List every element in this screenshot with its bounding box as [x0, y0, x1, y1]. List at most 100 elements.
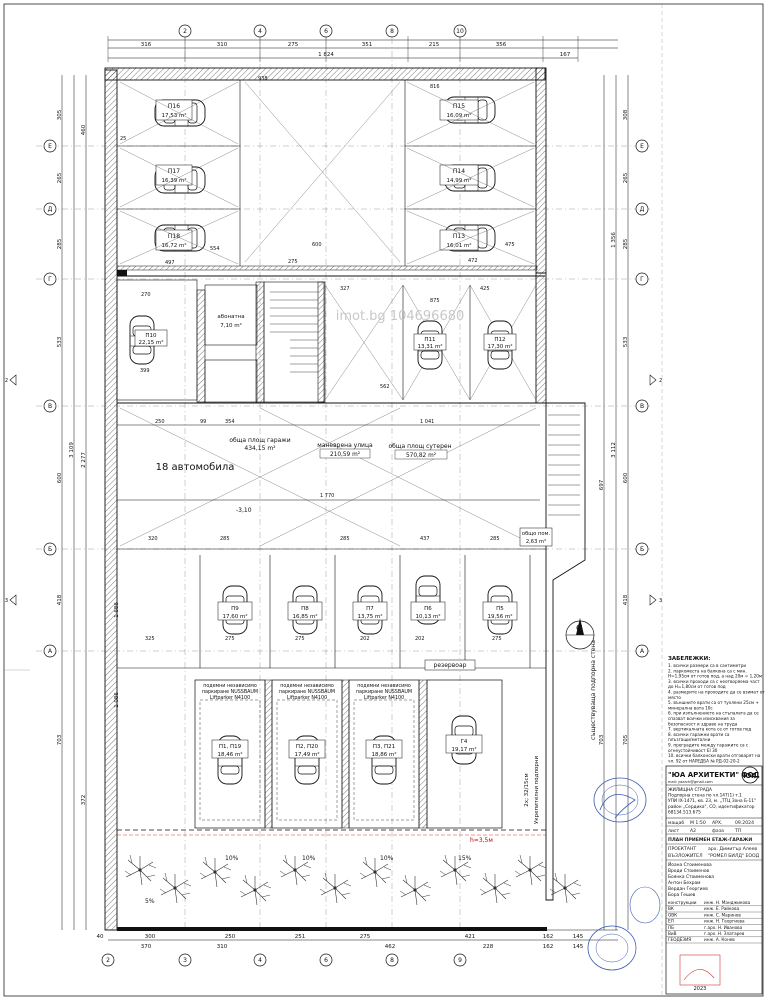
title-block: "ЮА АРХИТЕКТИ" ООД mail: yaarch@gmail.co… [665, 765, 763, 995]
project-line: Подпорна стена по чл.147(1) т.1 [668, 793, 742, 799]
role-name: инж. С. Маринов [704, 912, 741, 917]
project-line: район „Сердика", СО, идентификатор [668, 803, 755, 810]
axis-bottom-6: 6 [324, 957, 328, 964]
sheet-border [3, 3, 764, 997]
svg-text:275: 275 [225, 636, 235, 642]
note-line: чл. 92 от НАРЕДБА № РД-02-20-2 [668, 758, 740, 763]
role-label: ПБ [668, 925, 674, 930]
area-labels: обща площ гаражи 434,15 m² маневрена ули… [156, 437, 553, 547]
axes-bottom: 40 300 250 251 275 421 162 145 370 310 4… [97, 929, 618, 967]
dim-top-total: 1 824 [318, 52, 334, 58]
role-label: ВиВ [668, 931, 677, 936]
space-p6-area: 10,13 m² [415, 613, 440, 620]
role-label: ВК [668, 906, 674, 911]
axes-right: 308 265 1 356 285 533 3 112 697 600 418 … [599, 75, 662, 930]
cars-count: 18 автомобила [156, 462, 235, 473]
role-name: г.арх. Н. Иванова [704, 925, 743, 930]
space-p15-area: 16,09 m² [446, 112, 471, 119]
svg-text:99: 99 [200, 419, 206, 425]
dim-left-2: 460 [81, 124, 87, 135]
svg-text:399: 399 [140, 368, 150, 374]
axis-left-v: В [48, 403, 52, 410]
axis-top-10: 10 [456, 28, 464, 35]
designer-value: арх. Димитър Алеев [708, 846, 757, 852]
firm-logo [741, 766, 759, 784]
lift2-id: П2, П20 [296, 744, 319, 750]
author-name: Боянка Стоименова [668, 874, 714, 880]
dim-left-9: 418 [57, 594, 63, 605]
svg-text:285: 285 [220, 536, 230, 542]
role-name: инж. Н. Георгиева [704, 919, 745, 924]
dim-bottom-7: 162 [543, 934, 554, 940]
dim-right-7: 697 [599, 479, 605, 490]
note-line: до Н=1,80см от готов под [668, 684, 726, 689]
svg-text:354: 354 [225, 419, 235, 425]
space-p13-area: 16,01 m² [446, 242, 471, 249]
street [117, 407, 540, 547]
axis-top-8: 8 [390, 28, 394, 35]
garages-area-label: обща площ гаражи [229, 437, 290, 444]
svg-text:1 041: 1 041 [420, 419, 434, 425]
axis-right-3: 3 [659, 598, 662, 604]
note-line: 6. при изпълнението на стъпалата да се [668, 711, 759, 716]
svg-text:425: 425 [480, 286, 490, 292]
slope-5: 15% [458, 855, 472, 862]
dim-top-6: 356 [496, 42, 507, 48]
space-p9-area: 17,60 m² [222, 613, 247, 620]
axes-top: 316 310 275 351 215 356 1 824 167 2 4 6 … [107, 24, 618, 62]
axis-bottom-8: 8 [390, 957, 394, 964]
dim-right-3: 1 356 [611, 232, 617, 248]
dim-bottom-13: 162 [543, 944, 554, 950]
space-p7-id: П7 [366, 606, 374, 612]
date-value: 09.2024 [735, 820, 754, 826]
dim-left-1: 305 [57, 109, 63, 120]
dim-top-4: 351 [362, 42, 373, 48]
svg-text:275: 275 [288, 259, 298, 265]
role-label: ГЕОДЕЗИЯ [668, 937, 691, 942]
svg-text:ЮА: ЮА [743, 772, 757, 780]
dim-bottom-14: 145 [573, 944, 584, 950]
space-p8-id: П8 [301, 606, 309, 612]
building-walls [104, 67, 586, 931]
svg-text:497: 497 [165, 260, 175, 266]
client-value: "РОМЕЛ БИЛД" ЕООД [708, 853, 760, 859]
client-label: ВЪЗЛОЖИТЕЛ [668, 853, 703, 859]
note-line: спазват всички изисквания за [668, 716, 735, 721]
note-line: 8. всички гаражни врати са [668, 732, 730, 737]
svg-text:816: 816 [430, 84, 440, 90]
sheet-title: ПЛАН ПРИЕМЕН ЕТАЖ-ГАРАЖИ [668, 837, 752, 843]
axis-bottom-3: 3 [183, 957, 187, 964]
svg-text:285: 285 [490, 536, 500, 542]
sign-year: 2023 [694, 986, 707, 992]
reservoir-label: резервоар [434, 662, 467, 669]
space-p9-id: П9 [231, 606, 239, 612]
svg-text:285: 285 [340, 536, 350, 542]
svg-text:202: 202 [360, 636, 370, 642]
space-p11-area: 13,31 m² [417, 343, 442, 350]
dim-top-1: 316 [141, 42, 152, 48]
note-line: 7. вертикалната кота се от готов под [668, 727, 751, 732]
lift3-line2: паркиране NUSSBAUM [356, 689, 412, 695]
dim-right-11: 705 [623, 734, 629, 745]
retaining-label: Укрепителни подпорни [534, 756, 540, 825]
svg-text:270: 270 [141, 292, 151, 298]
dim-bottom-2: 300 [145, 934, 156, 940]
axis-top-6: 6 [324, 28, 328, 35]
lift1-id: П1, П19 [219, 744, 242, 750]
dim-left-6: 3 109 [69, 442, 75, 458]
dim-right-10: 703 [599, 734, 605, 745]
svg-text:475: 475 [505, 242, 515, 248]
author-name: Вердан Георгиев [668, 886, 708, 892]
note-line: плъзгащи/метални [668, 737, 711, 742]
dim-bottom-9: 370 [141, 944, 152, 950]
space-p5-id: П5 [496, 606, 504, 612]
axis-top-2: 2 [183, 28, 187, 35]
firm-email: mail: yaarch@gmail.com [668, 780, 713, 784]
scale-label: мащаб [668, 820, 684, 826]
axis-right-d: Д [640, 206, 645, 213]
role-label: ОВК [668, 912, 677, 917]
lift3-area: 18,86 m² [371, 751, 396, 758]
dim-right-9: 418 [623, 594, 629, 605]
role-name: инж. А. Конев [704, 937, 735, 942]
lift-bays [117, 679, 546, 831]
